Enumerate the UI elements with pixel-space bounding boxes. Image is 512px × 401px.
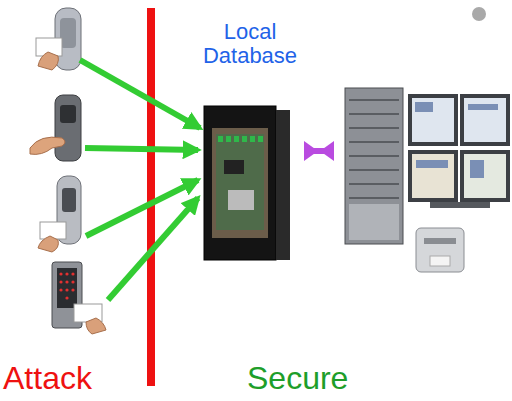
panel-heading-node: Local Database xyxy=(192,20,308,106)
biometric-reader xyxy=(38,176,81,252)
server-rack xyxy=(345,88,403,244)
keypad-reader xyxy=(52,262,106,334)
card-reader xyxy=(36,8,81,70)
zone-label: Secure xyxy=(247,362,348,394)
access-arrow xyxy=(80,60,200,300)
network-link xyxy=(304,141,334,161)
zone-label: Attack xyxy=(3,362,92,394)
control-panel xyxy=(204,106,290,260)
barrier-line xyxy=(147,8,155,386)
card-printer xyxy=(416,228,464,272)
monitor-wall xyxy=(408,94,510,208)
bullet-dot xyxy=(472,7,486,21)
fingerprint-reader xyxy=(30,95,81,161)
node-heading: Local Database xyxy=(192,20,308,68)
